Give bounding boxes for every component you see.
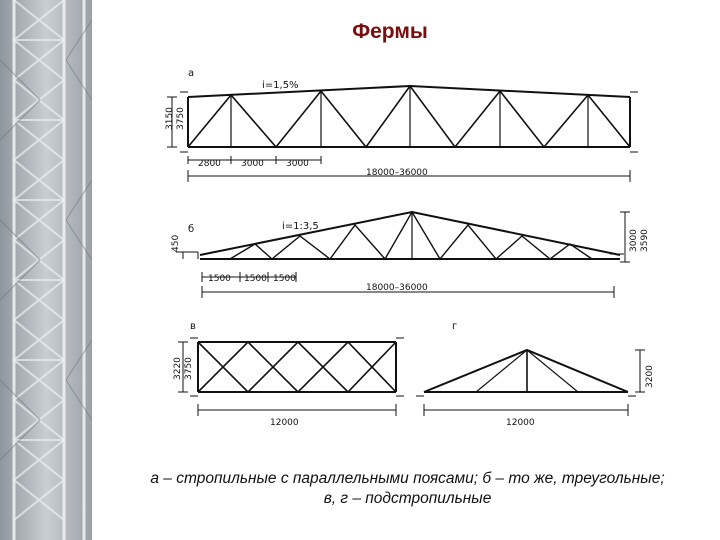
truss-b-panel-3: 1500 [273,274,296,284]
truss-b-panel-2: 1500 [244,274,267,284]
truss-a-parallel-chords: а i=1,5% 3150 3750 2800 3000 3000 18000–… [165,68,638,182]
truss-b-panel-1: 1500 [208,274,231,284]
truss-g-height: 3200 [645,365,655,388]
truss-v-height-2: 3750 [184,357,194,380]
truss-a-slope: i=1,5% [262,80,299,91]
caption-line-1: а – стропильные с параллельными поясами;… [150,470,665,487]
truss-v-height-1: 3220 [173,357,183,380]
slide-title: Фермы [352,20,428,43]
truss-a-panel-3: 3000 [286,159,309,169]
truss-v-span: 12000 [270,418,299,428]
truss-v-sub-parallel: в 3220 3750 12000 [173,321,404,428]
truss-b-ridge-height-1: 3000 [629,229,639,252]
truss-a-height-2: 3750 [176,107,186,130]
truss-b-span: 18000–36000 [366,283,428,293]
truss-a-panel-2: 3000 [241,159,264,169]
truss-b-end-height: 450 [171,235,181,252]
truss-a-height-1: 3150 [165,107,175,130]
truss-b-letter: б [188,224,194,235]
truss-g-sub-triangular: г 3200 12000 [416,321,655,428]
truss-a-span: 18000–36000 [366,168,428,178]
truss-b-triangular: б i=1:3,5 450 3000 3590 1500 1500 1500 1… [171,210,650,298]
truss-a-letter: а [188,68,194,79]
steel-structure-photo [0,0,92,540]
caption-line-2: в, г – подстропильные [323,490,492,507]
truss-v-letter: в [190,321,196,332]
truss-b-slope: i=1:3,5 [282,221,319,232]
truss-drawing: а i=1,5% 3150 3750 2800 3000 3000 18000–… [165,68,655,428]
truss-g-span: 12000 [506,418,535,428]
truss-g-letter: г [452,321,457,332]
truss-a-panel-1: 2800 [198,159,221,169]
truss-b-ridge-height-2: 3590 [640,229,650,252]
